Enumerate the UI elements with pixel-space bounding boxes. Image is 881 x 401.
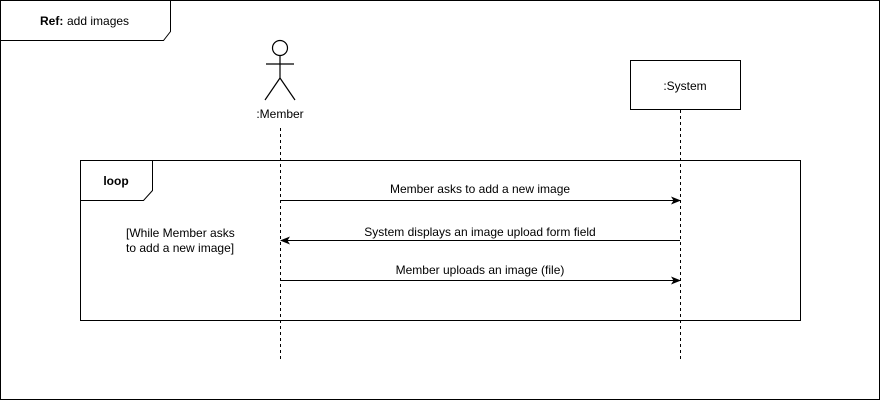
- actor-leg-left: [264, 77, 281, 101]
- message-label: System displays an image upload form fie…: [364, 225, 595, 239]
- loop-operator-tab: [80, 160, 153, 201]
- loop-fragment: [80, 160, 801, 321]
- loop-guard-line-1: [While Member asks: [126, 226, 235, 240]
- system-label: :System: [663, 79, 706, 93]
- message-label: Member asks to add a new image: [390, 182, 570, 196]
- system-participant-box: [630, 60, 741, 110]
- message-label: Member uploads an image (file): [396, 263, 565, 277]
- member-label: :Member: [256, 107, 303, 121]
- loop-guard-line-2: to add a new image]: [126, 241, 234, 255]
- loop-operator-label: loop: [103, 174, 128, 188]
- ref-frame-tab: [0, 0, 171, 41]
- ref-keyword: Ref:: [40, 14, 63, 28]
- actor-leg-right: [279, 77, 296, 101]
- member-actor: [264, 39, 296, 101]
- actor-head-icon: [271, 39, 289, 57]
- ref-name: add images: [67, 14, 129, 28]
